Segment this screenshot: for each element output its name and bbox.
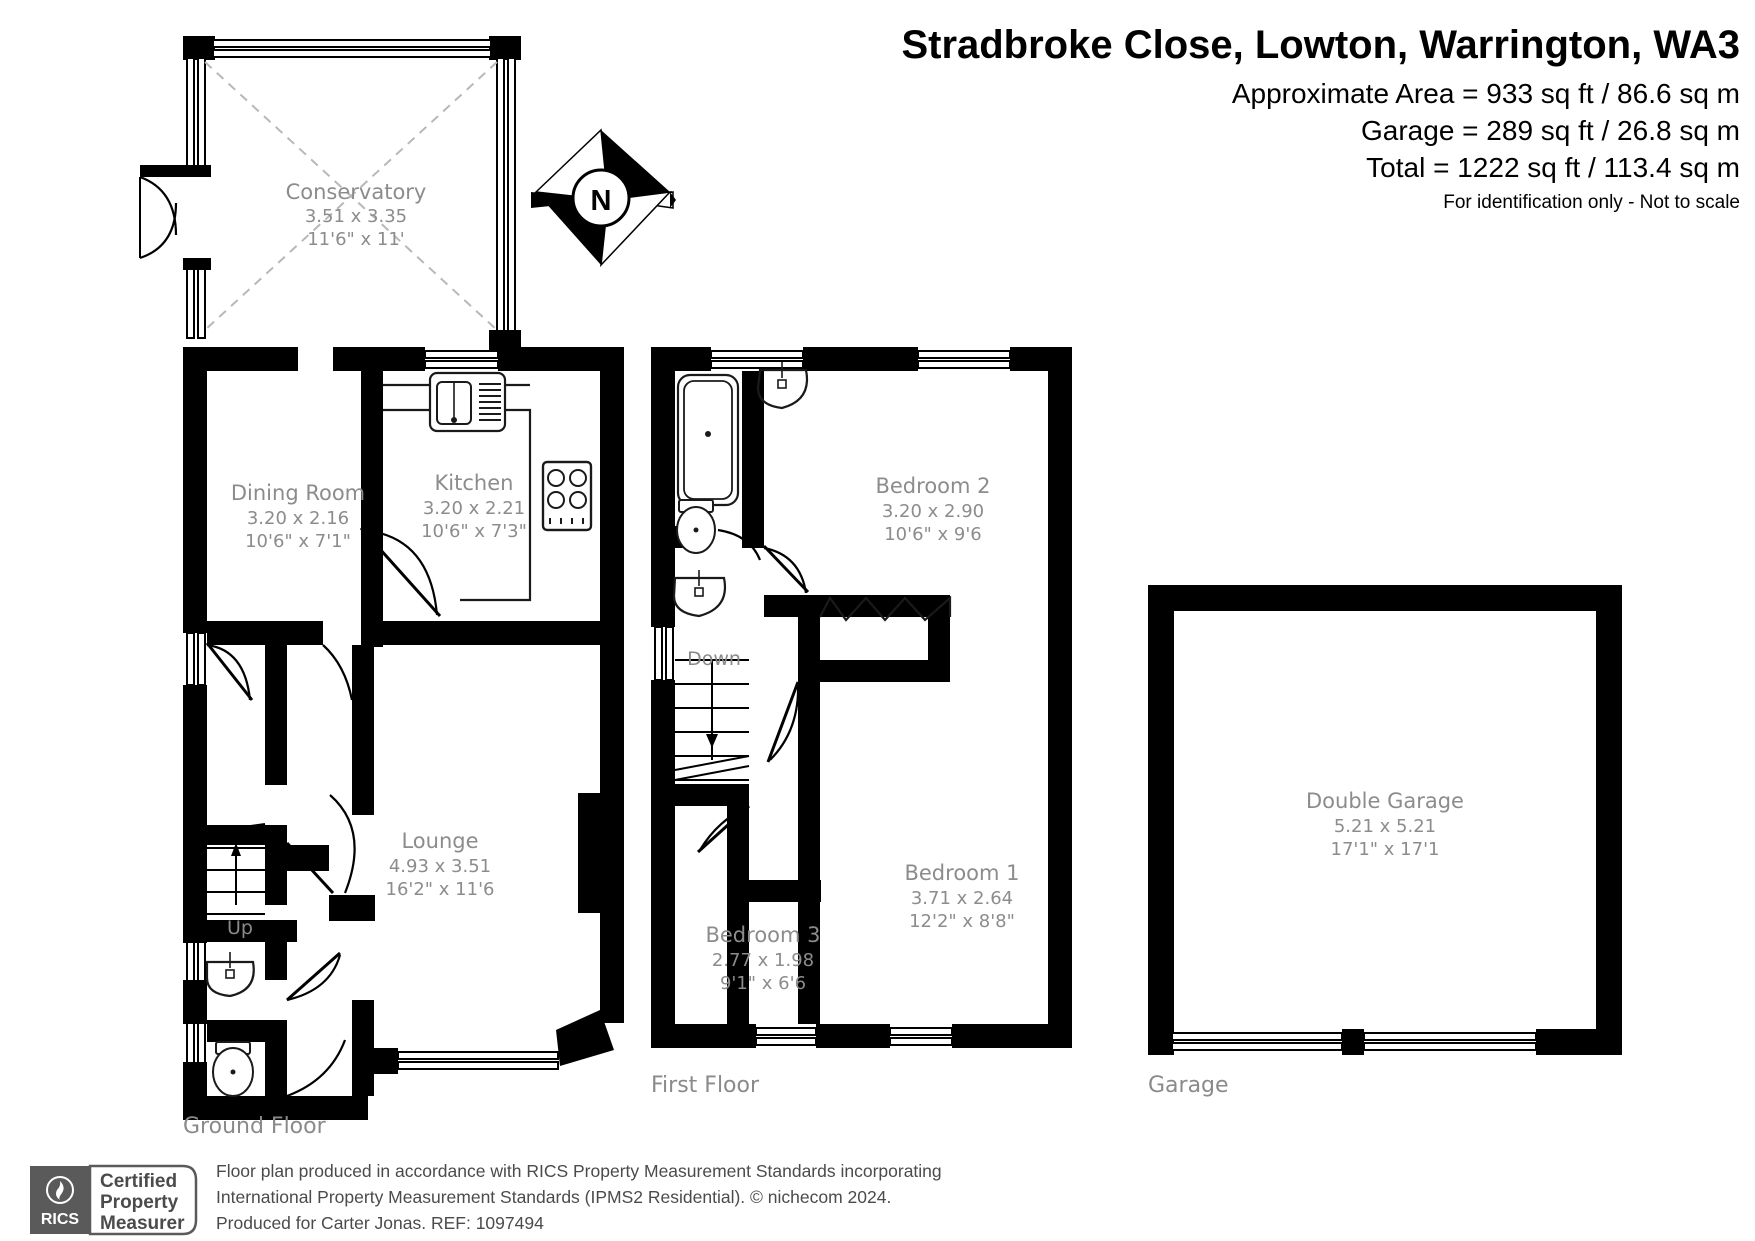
compass-north-label: N: [591, 185, 612, 217]
toilet-icon-bathroom: [676, 499, 716, 554]
room-imperial-conservatory: 11'6" x 11': [307, 229, 405, 250]
total-area-text: Total = 1222 sq ft / 113.4 sq m: [1366, 152, 1740, 183]
floor-label-first: First Floor: [651, 1073, 760, 1098]
room-imperial-double-garage: 17'1" x 17'1: [1331, 839, 1440, 860]
room-metric-lounge: 4.93 x 3.51: [389, 856, 491, 877]
garage-area-text: Garage = 289 sq ft / 26.8 sq m: [1361, 115, 1740, 146]
room-metric-kitchen: 3.20 x 2.21: [423, 498, 525, 519]
room-label-bedroom-3: Bedroom 3: [705, 923, 820, 947]
room-imperial-bedroom-1: 12'2" x 8'8": [909, 911, 1015, 932]
header-block: Stradbroke Close, Lowton, Warrington, WA…: [901, 23, 1740, 213]
ground-floor-doors: [205, 526, 442, 1098]
kitchen-fittings: [383, 371, 593, 602]
floor-label-ground: Ground Floor: [183, 1114, 327, 1139]
room-metric-bedroom-3: 2.77 x 1.98: [712, 950, 814, 971]
conservatory-label-group: Conservatory 3.51 x 3.35 11'6" x 11': [286, 180, 427, 250]
rics-certified-badge: RICS Certified Property Measurer: [30, 1164, 198, 1236]
room-imperial-kitchen: 10'6" x 7'3": [421, 521, 527, 542]
room-label-bedroom-1: Bedroom 1: [904, 861, 1019, 885]
conservatory-structure: [139, 36, 521, 352]
first-floor-doors: [696, 528, 952, 854]
ground-floor-plan: Conservatory 3.51 x 3.35 11'6" x 11': [139, 36, 624, 1139]
wc-fittings: [205, 952, 255, 1097]
rics-badge-line-1: Certified: [100, 1171, 177, 1192]
compass-rose-icon: N: [531, 128, 676, 268]
garage-walls: [1148, 585, 1622, 1055]
bathroom-fittings: [672, 362, 809, 618]
toilet-icon: [212, 1041, 254, 1097]
page-title: Stradbroke Close, Lowton, Warrington, WA…: [901, 23, 1740, 67]
room-label-double-garage: Double Garage: [1306, 789, 1464, 813]
floor-label-garage: Garage: [1148, 1073, 1229, 1098]
basin-icon: [205, 960, 255, 998]
room-metric-bedroom-2: 3.20 x 2.90: [882, 501, 984, 522]
footer-line-1: Floor plan produced in accordance with R…: [216, 1161, 942, 1181]
basin-icon-landing: [672, 576, 727, 618]
basin-icon-bathroom: [756, 368, 809, 410]
garage-label-group: Double Garage 5.21 x 5.21 17'1" x 17'1: [1306, 789, 1464, 860]
first-floor-walls: [651, 347, 1072, 1048]
lounge-label-group: Lounge 4.93 x 3.51 16'2" x 11'6: [386, 829, 495, 900]
dining-room-label-group: Dining Room 3.20 x 2.16 10'6" x 7'1": [231, 481, 365, 552]
footer-block: RICS Certified Property Measurer Floor p…: [28, 1139, 1740, 1236]
rics-logo-text: RICS: [41, 1211, 80, 1228]
rics-badge-line-3: Measurer: [100, 1213, 185, 1234]
room-imperial-lounge: 16'2" x 11'6: [386, 879, 495, 900]
room-imperial-bedroom-2: 10'6" x 9'6: [884, 524, 982, 545]
kitchen-label-group: Kitchen 3.20 x 2.21 10'6" x 7'3": [421, 471, 527, 542]
room-metric-conservatory: 3.51 x 3.35: [305, 206, 407, 227]
first-floor-plan: Down Bedroom 2 3.20 x 2.90 10'6" x 9'6 B…: [651, 347, 1072, 1098]
room-label-kitchen: Kitchen: [435, 471, 514, 495]
bedroom2-label-group: Bedroom 2 3.20 x 2.90 10'6" x 9'6: [875, 474, 990, 545]
footer-line-2: International Property Measurement Stand…: [216, 1187, 891, 1207]
disclaimer-text: For identification only - Not to scale: [1443, 192, 1740, 213]
room-imperial-bedroom-3: 9'1" x 6'6: [720, 973, 806, 994]
first-floor-staircase: Down: [674, 648, 750, 781]
rics-badge-line-2: Property: [100, 1192, 179, 1213]
room-metric-bedroom-1: 3.71 x 2.64: [911, 888, 1013, 909]
room-label-bedroom-2: Bedroom 2: [875, 474, 990, 498]
room-label-conservatory: Conservatory: [286, 180, 427, 204]
room-metric-dining-room: 3.20 x 2.16: [247, 508, 349, 529]
garage-plan: Double Garage 5.21 x 5.21 17'1" x 17'1 G…: [1148, 585, 1622, 1098]
stair-down-label: Down: [687, 648, 741, 670]
stair-up-label: Up: [227, 917, 253, 939]
ground-floor-staircase: Up: [206, 823, 266, 939]
approximate-area-text: Approximate Area = 933 sq ft / 86.6 sq m: [1232, 78, 1740, 109]
room-metric-double-garage: 5.21 x 5.21: [1334, 816, 1436, 837]
room-label-lounge: Lounge: [401, 829, 478, 853]
room-imperial-dining-room: 10'6" x 7'1": [245, 531, 351, 552]
rics-crest-icon: [46, 1176, 74, 1204]
bedroom3-label-group: Bedroom 3 2.77 x 1.98 9'1" x 6'6: [705, 923, 820, 994]
footer-line-3: Produced for Carter Jonas. REF: 1097494: [216, 1213, 544, 1233]
room-label-dining-room: Dining Room: [231, 481, 365, 505]
ground-floor-walls: [183, 347, 624, 1120]
bedroom1-label-group: Bedroom 1 3.71 x 2.64 12'2" x 8'8": [904, 861, 1019, 932]
